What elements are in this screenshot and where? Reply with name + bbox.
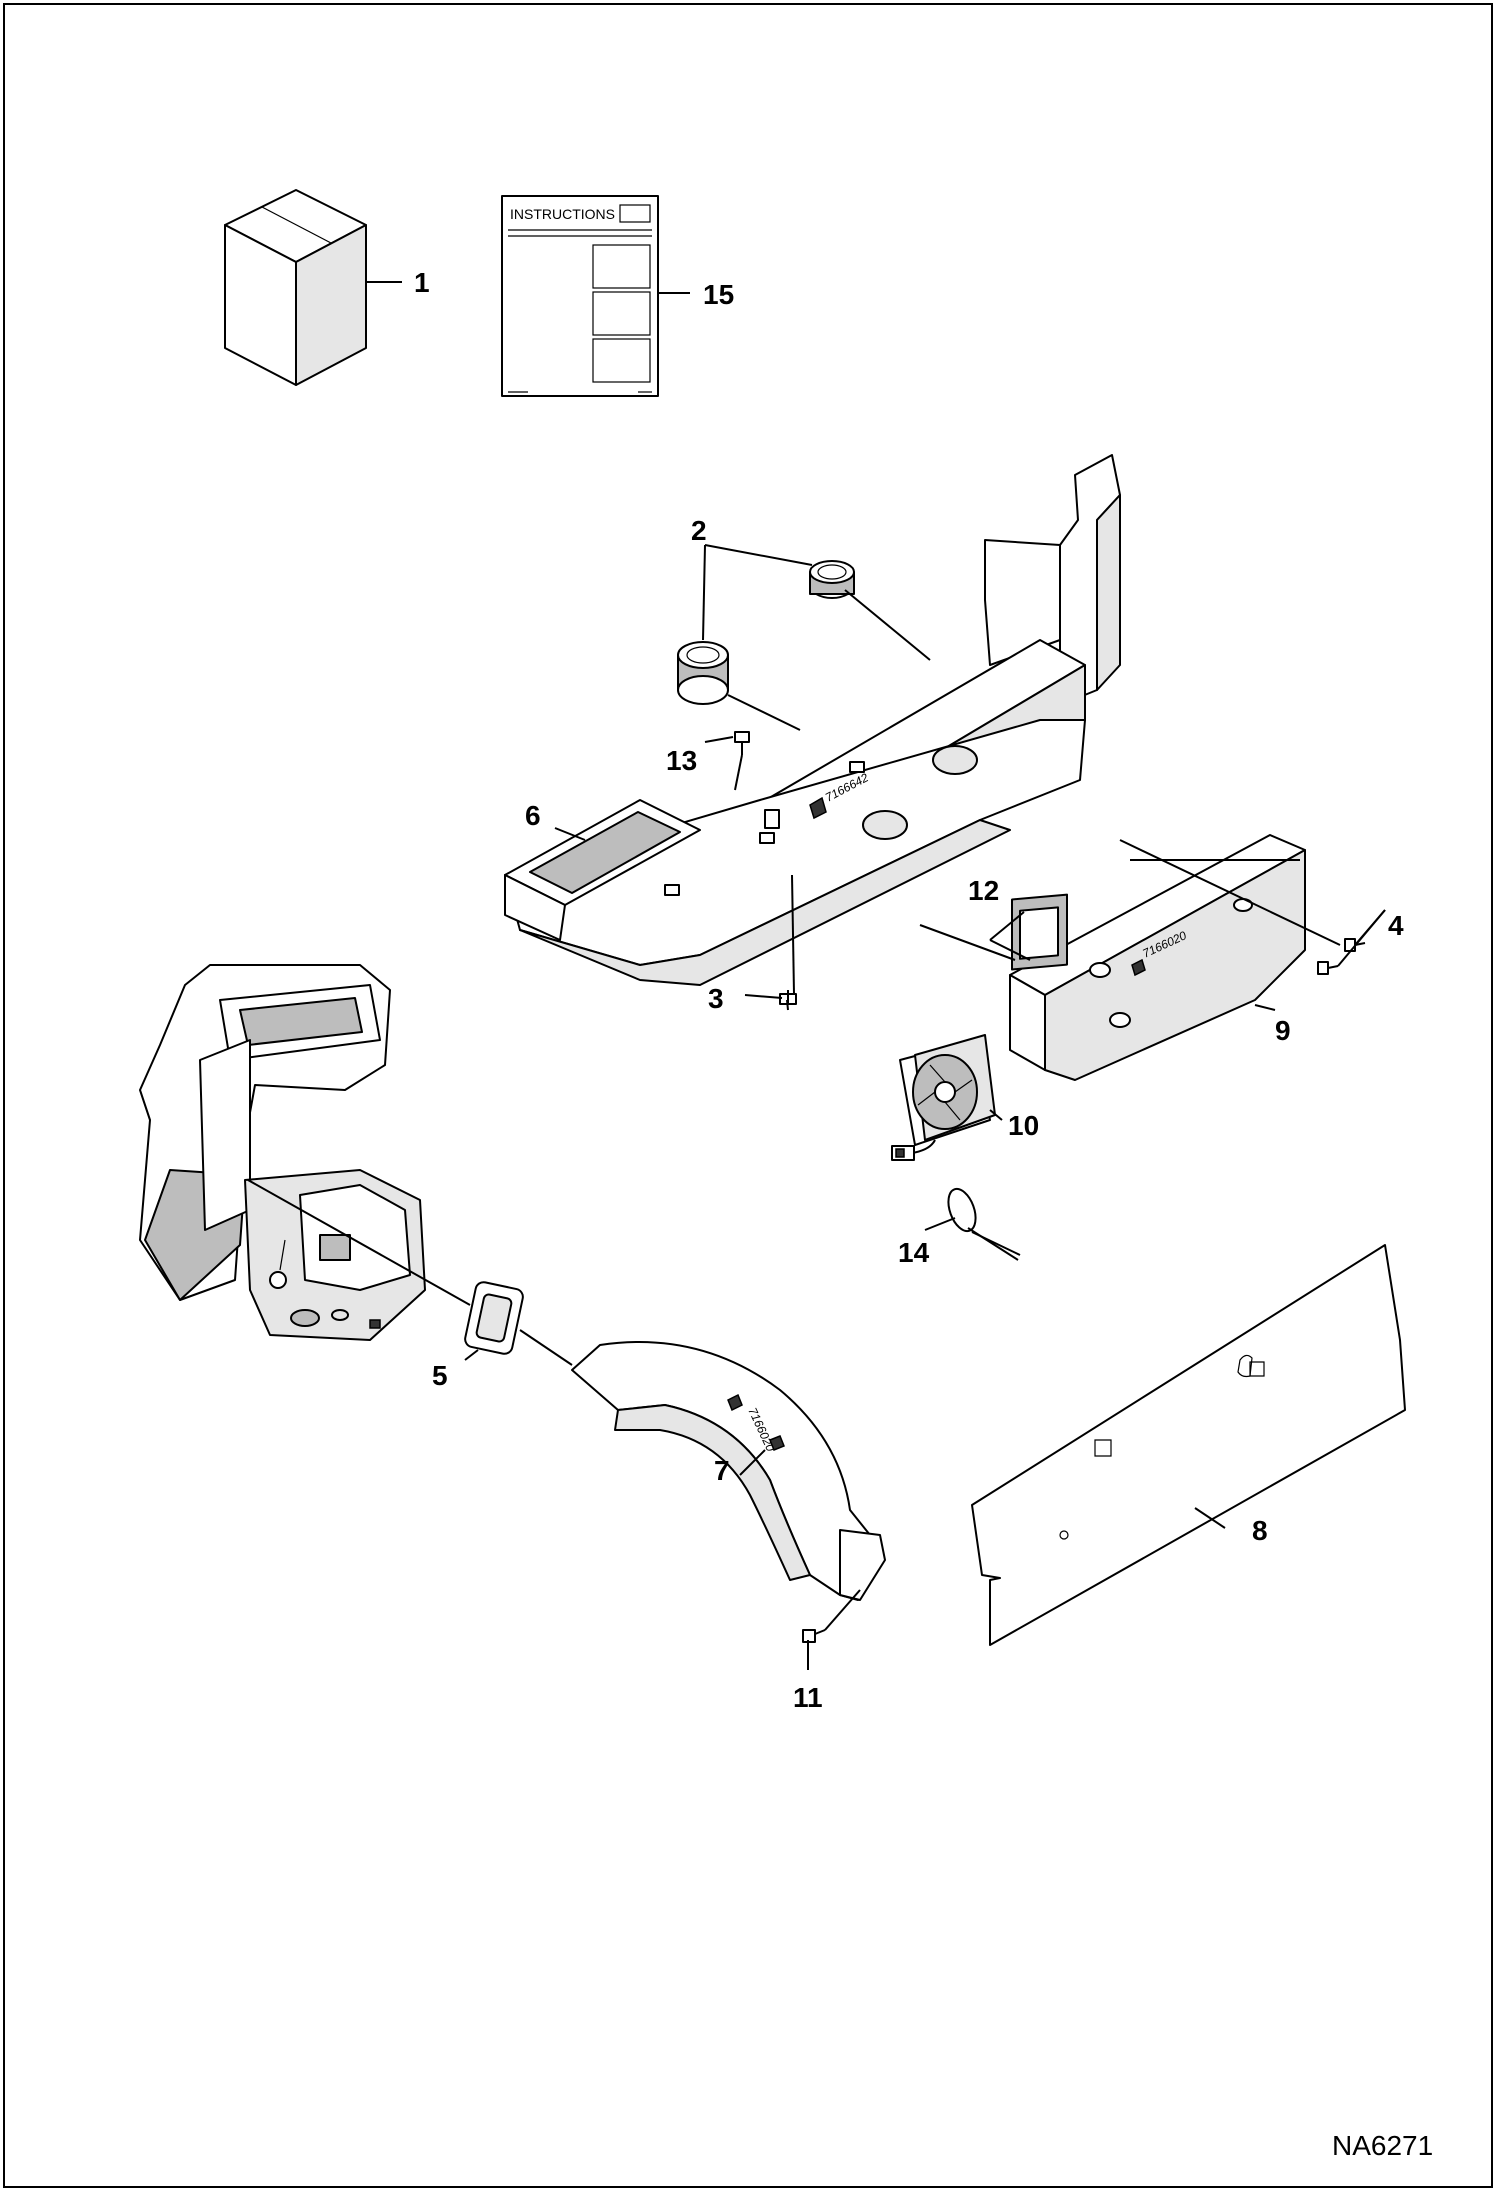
part-11-screw [802,1629,826,1643]
part-15-instructions-sheet: INSTRUCTIONS [501,195,659,397]
callout-4: 4 [1388,910,1404,941]
cab-heater-assembly [139,964,426,1341]
part-14-cable-tie [947,1187,1021,1261]
callout-9: 9 [1275,1015,1291,1046]
callout-6: 6 [525,800,541,831]
callout-11: 11 [793,1682,823,1713]
callout-1: 1 [414,267,430,298]
callout-numbers: 1 2 3 4 5 6 7 8 9 10 11 12 13 14 15 [414,267,1404,1713]
part-2-grommet-upper [809,560,855,599]
instructions-title: INSTRUCTIONS [510,206,615,222]
callout-10: 10 [1008,1110,1039,1141]
callout-2: 2 [691,515,707,546]
leader-lines [247,281,1386,1670]
callout-7: 7 [714,1455,730,1486]
callout-3: 3 [708,983,724,1014]
part-8-panel [971,1244,1406,1646]
part-2-grommet-lower [677,641,729,705]
callout-8: 8 [1252,1515,1268,1546]
callout-5: 5 [432,1360,448,1391]
callout-14: 14 [898,1237,930,1268]
callout-12: 12 [968,875,999,906]
part-5-seal [464,1281,524,1355]
callout-13: 13 [666,745,697,776]
part-1-kit-box [224,189,367,386]
part-13-fastener [734,731,750,755]
part-10-fan [891,1034,996,1161]
figure-id: NA6271 [1332,2130,1433,2161]
callout-15: 15 [703,279,734,310]
part-7-lower-duct: 7166020 [571,1341,886,1601]
part-9-fan-housing: 7166020 [1009,834,1306,1081]
part-4-screws [1317,938,1366,975]
part-6-upper-duct: 7166642 [504,454,1121,986]
